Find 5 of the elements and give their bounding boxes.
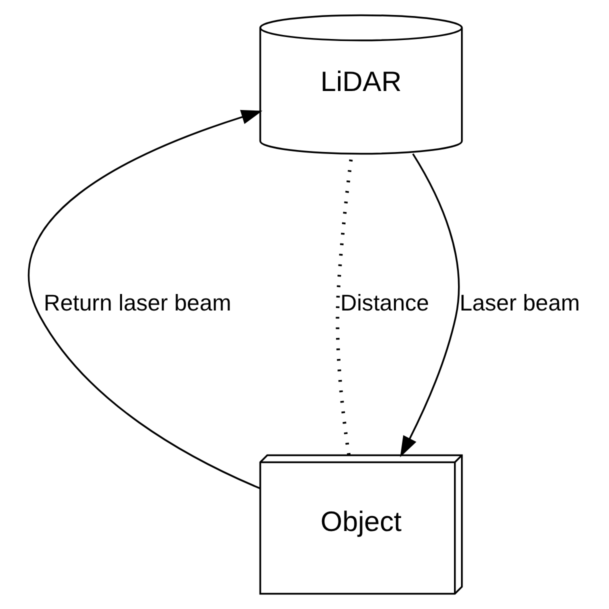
edge-label: Laser beam	[459, 289, 580, 316]
edge-label: Return laser beam	[43, 289, 231, 316]
arrow	[400, 153, 460, 458]
edge-label: Distance	[340, 289, 429, 316]
arrow	[28, 110, 262, 490]
